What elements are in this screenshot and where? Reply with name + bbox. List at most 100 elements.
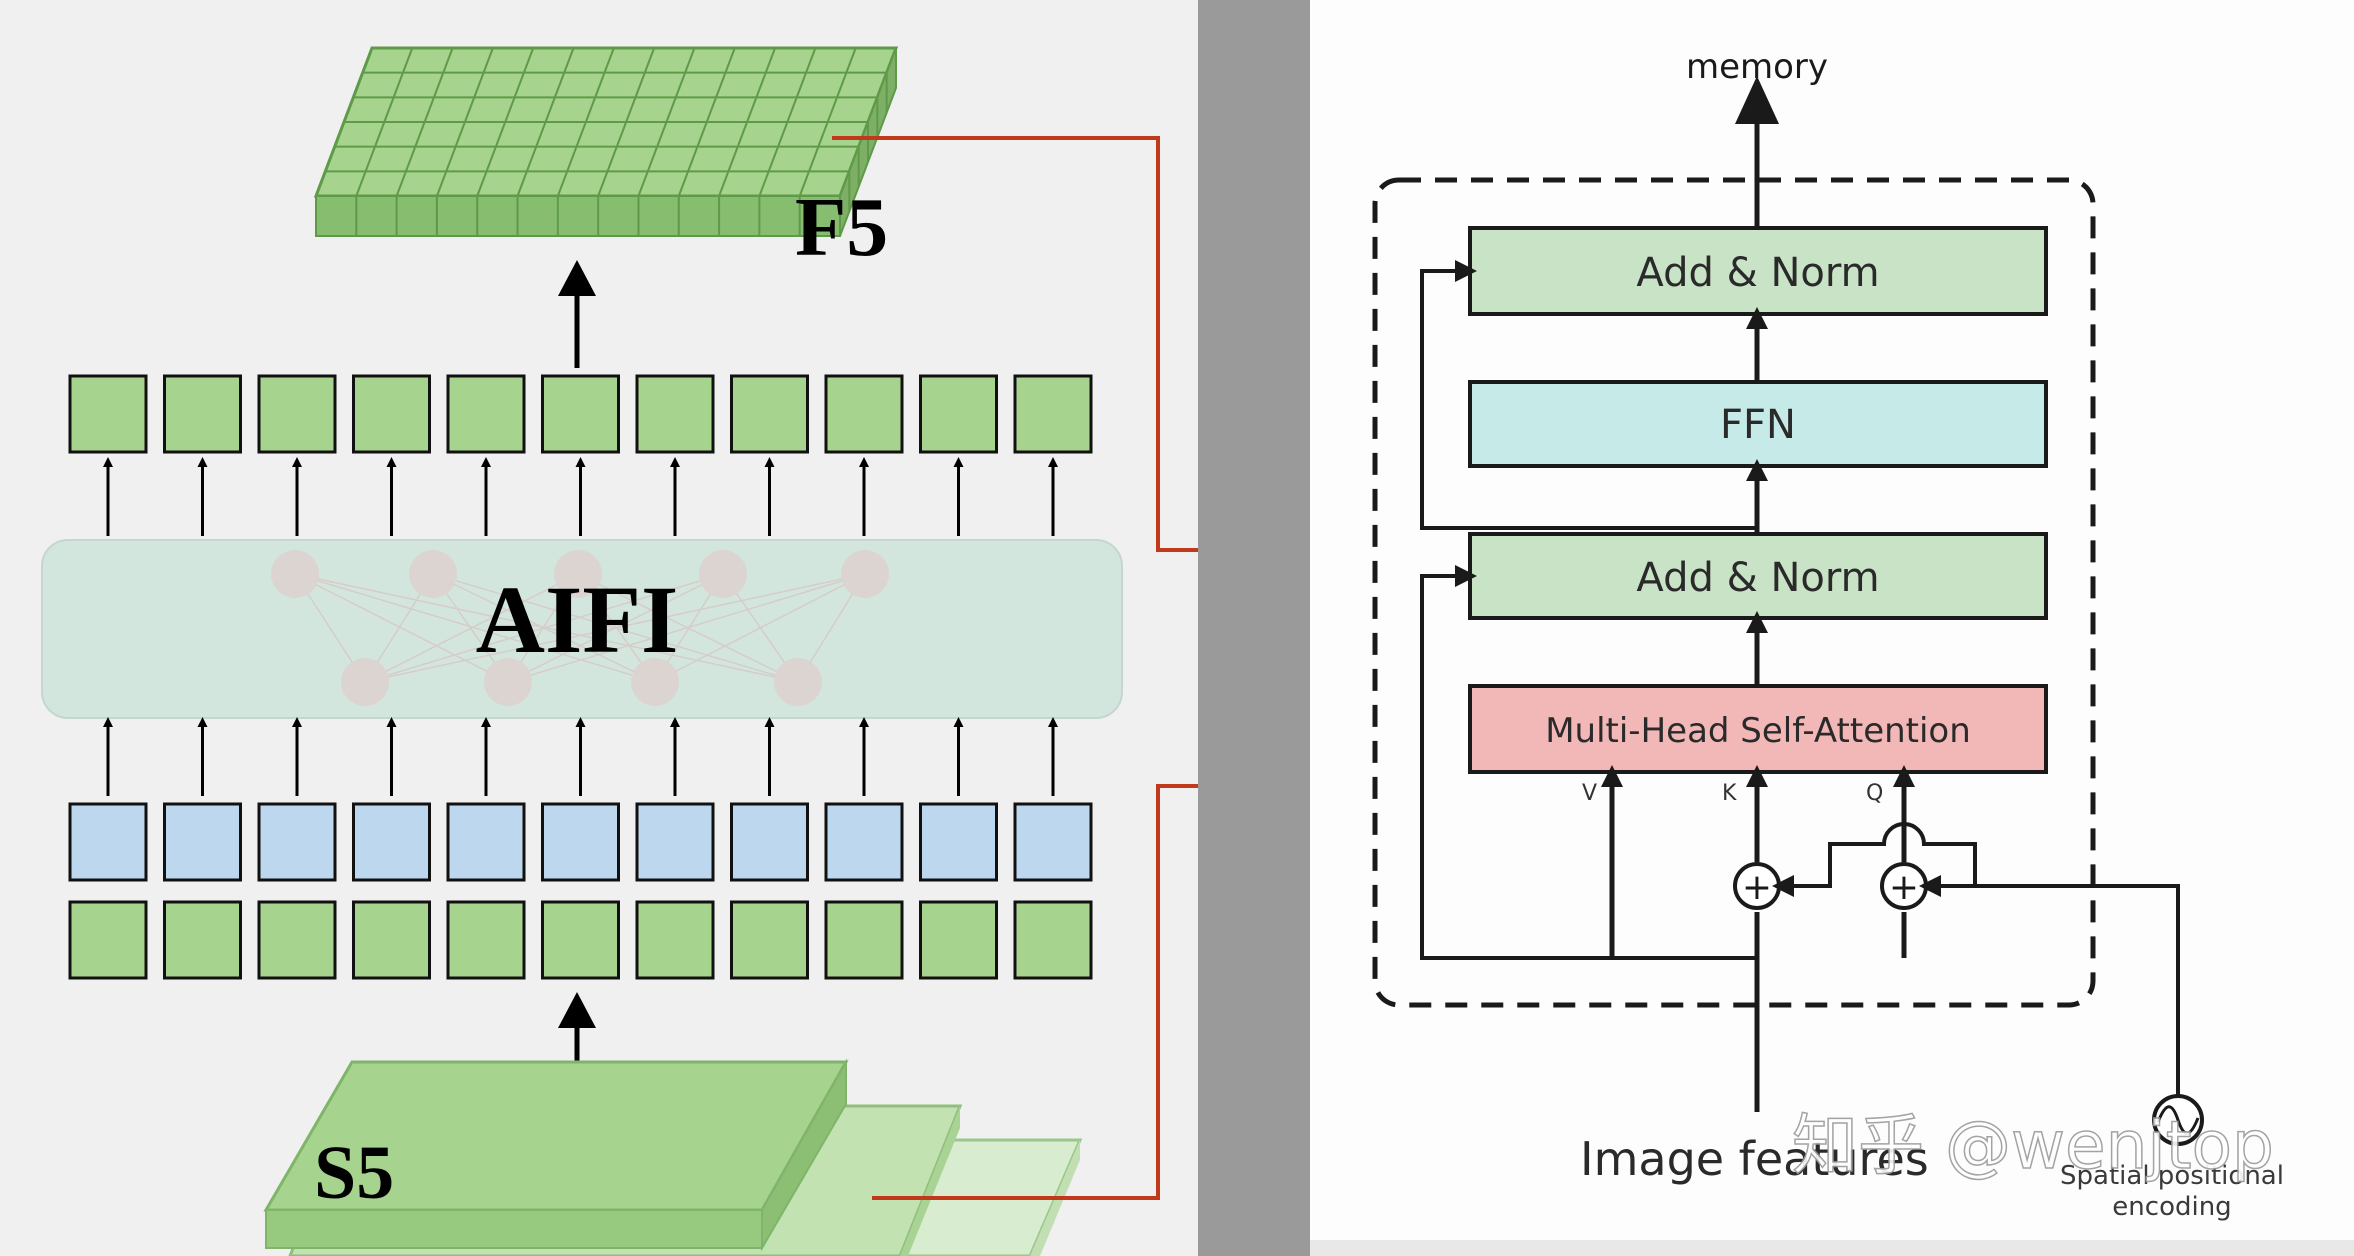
output-token — [352, 374, 431, 454]
flattened-token — [541, 900, 620, 980]
add-norm-top-block: Add & Norm — [1468, 226, 2048, 316]
flattened-token — [919, 900, 998, 980]
f5-grid-line — [758, 47, 817, 197]
right-panel-bg — [1310, 0, 2354, 1256]
ffn-block: FFN — [1468, 380, 2048, 468]
flattened-token — [257, 900, 337, 980]
output-token — [919, 374, 998, 454]
positional-routing — [1772, 822, 2180, 1100]
aifi-net-edge — [507, 573, 866, 683]
f5-grid-line — [355, 47, 414, 197]
output-token — [446, 374, 526, 454]
output-token — [1013, 374, 1093, 454]
f5-grid-line — [556, 47, 615, 197]
f5-grid-line — [798, 47, 857, 197]
positional-token — [446, 802, 526, 882]
adder-k-symbol: + — [1742, 867, 1772, 908]
add-norm-top-label: Add & Norm — [1636, 250, 1879, 296]
positional-token — [68, 802, 148, 882]
input-arrows — [103, 717, 1058, 796]
q-label: Q — [1866, 781, 1883, 806]
k-label: K — [1722, 781, 1737, 806]
aifi-net-node — [774, 658, 822, 706]
mhsa-label: Multi-Head Self-Attention — [1545, 711, 1971, 751]
output-token — [824, 374, 904, 454]
bottom-strip — [1310, 1240, 2354, 1256]
watermark: 知乎 @wenjtop — [1792, 1107, 2274, 1184]
f5-label: F5 — [795, 181, 888, 274]
memory-label: memory — [1686, 47, 1828, 87]
flattened-token — [635, 900, 715, 980]
f5-grid-line — [516, 47, 575, 197]
flattened-token — [1013, 900, 1093, 980]
f5-front-face — [315, 195, 841, 237]
positional-token — [824, 802, 904, 882]
sine-wave-icon — [2152, 1094, 2204, 1146]
output-token — [163, 374, 242, 454]
f5-grid-line — [435, 47, 494, 197]
aifi-net-node — [699, 550, 747, 598]
aifi-net-node — [409, 550, 457, 598]
encoder-layer-boundary — [1372, 177, 2096, 1008]
aifi-net-node — [484, 658, 532, 706]
adder-q: + — [1880, 862, 1928, 910]
output-token — [635, 374, 715, 454]
flattened-token — [730, 900, 809, 980]
flattened-token — [352, 900, 431, 980]
flattened-token — [824, 900, 904, 980]
positional-label-line1: Spatial positional — [2060, 1161, 2284, 1191]
adder-k: + — [1733, 862, 1781, 910]
positional-token — [919, 802, 998, 882]
aifi-net-edge — [364, 573, 724, 683]
aifi-net-edge — [654, 573, 866, 683]
flattened-token — [446, 900, 526, 980]
flattened-token — [163, 900, 242, 980]
aifi-net-node — [271, 550, 319, 598]
output-token — [68, 374, 148, 454]
output-arrows — [103, 457, 1058, 536]
attention-inputs — [1601, 765, 1915, 958]
positional-token — [163, 802, 242, 882]
s5-label: S5 — [314, 1131, 394, 1215]
aifi-net-node — [341, 658, 389, 706]
aifi-net-node — [554, 550, 602, 598]
aifi-network-graphic — [271, 550, 889, 706]
residual-connections — [1420, 260, 1757, 960]
add-norm-bottom-block: Add & Norm — [1468, 532, 2048, 620]
image-features-label: Image features — [1580, 1132, 1929, 1186]
positional-token — [257, 802, 337, 882]
panel-divider — [1198, 0, 1310, 1256]
f5-grid-line — [476, 47, 535, 197]
add-norm-bottom-label: Add & Norm — [1636, 555, 1879, 601]
aifi-label: AIFI — [476, 566, 679, 673]
output-token — [541, 374, 620, 454]
ffn-label: FFN — [1720, 402, 1796, 448]
aifi-net-edge — [364, 573, 866, 683]
positional-label-line2: encoding — [2112, 1192, 2231, 1222]
positional-token — [730, 802, 809, 882]
connector-lines — [832, 136, 1198, 1200]
f5-grid-line — [718, 47, 777, 197]
output-token — [257, 374, 337, 454]
flattened-token-row — [68, 900, 1093, 980]
f5-grid-line — [637, 47, 696, 197]
adder-q-symbol: + — [1889, 867, 1919, 908]
f5-grid-line — [597, 47, 656, 197]
aifi-net-edge — [294, 573, 656, 683]
positional-token — [1013, 802, 1093, 882]
positional-token-row — [68, 802, 1093, 882]
f5-grid-line — [677, 47, 736, 197]
s5-feature-maps — [263, 1058, 1083, 1256]
v-label: V — [1582, 781, 1597, 806]
flattened-token — [68, 900, 148, 980]
mhsa-block: Multi-Head Self-Attention — [1468, 684, 2048, 774]
aifi-net-edge — [364, 573, 579, 683]
output-token — [730, 374, 809, 454]
aifi-net-edge — [294, 573, 509, 683]
output-token-row — [68, 374, 1093, 454]
f5-grid-line — [395, 47, 454, 197]
positional-token — [541, 802, 620, 882]
aifi-net-node — [631, 658, 679, 706]
positional-token — [352, 802, 431, 882]
